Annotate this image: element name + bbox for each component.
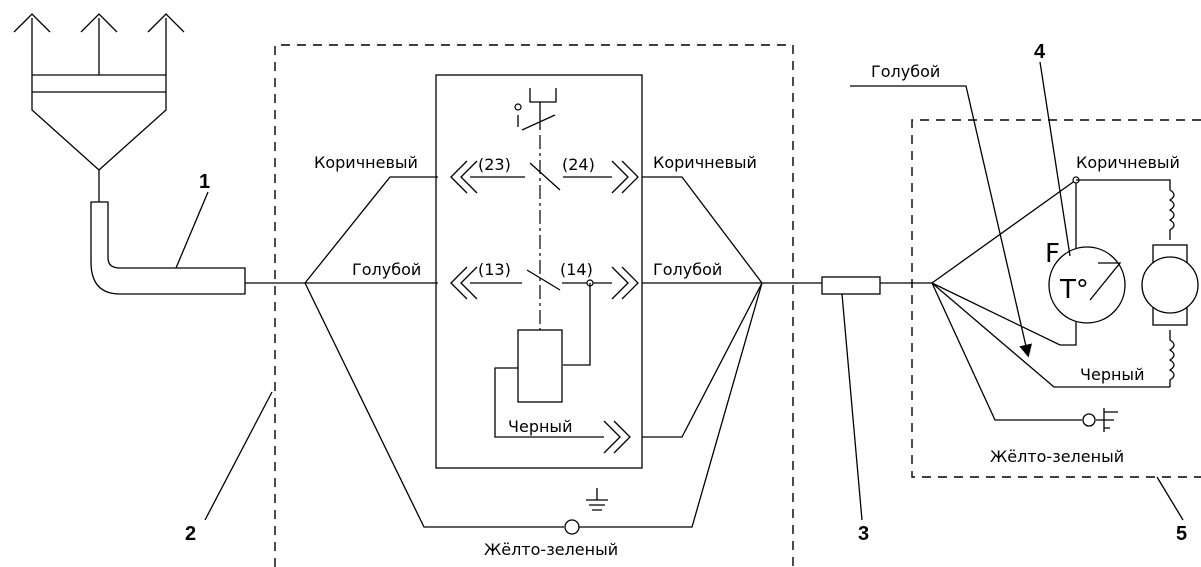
label-yellow-green-bottom: Жёлто-зеленый: [484, 540, 618, 559]
label-blue-right: Голубой: [653, 260, 722, 279]
callout-3: 3: [858, 523, 869, 545]
cable-connector-3: [821, 276, 881, 295]
label-brown-right: Коричневый: [653, 153, 757, 172]
switch-panel: [435, 74, 643, 469]
label-blue-left: Голубой: [352, 260, 421, 279]
enclosure-5-outline: [911, 119, 1201, 478]
motor-icon: [1141, 244, 1199, 326]
callout-2: 2: [185, 523, 196, 545]
ground-terminal-2: [1082, 413, 1096, 427]
label-black-motor: Черный: [1080, 365, 1144, 384]
label-yellow-green-motor: Жёлто-зеленый: [990, 447, 1124, 466]
ground-icon-2: [1096, 408, 1118, 432]
label-terminal-23: (23): [478, 155, 511, 174]
label-terminal-24: (24): [562, 155, 595, 174]
label-terminal-13: (13): [478, 260, 511, 279]
enclosure-2-outline: [274, 44, 794, 567]
label-brown-left: Коричневый: [314, 153, 418, 172]
callout-4: 4: [1034, 41, 1046, 63]
label-thermostat-t: T°: [1059, 275, 1089, 305]
hose: [90, 201, 246, 295]
thermostat-icon: [1048, 246, 1126, 324]
connector-chevrons: [450, 160, 639, 454]
label-blue-top: Голубой: [871, 62, 940, 81]
ground-icon: [586, 488, 608, 511]
label-black-center: Черный: [508, 417, 572, 436]
callout-1: 1: [199, 171, 210, 193]
ground-terminal-1: [564, 519, 580, 535]
callout-5: 5: [1176, 523, 1187, 545]
pushbutton-icon: [514, 88, 557, 131]
hopper-unit: [13, 13, 185, 202]
label-f: F: [1045, 239, 1060, 269]
relay-coil: [517, 329, 563, 403]
label-terminal-14: (14): [560, 260, 593, 279]
label-brown-motor: Коричневый: [1076, 153, 1180, 172]
